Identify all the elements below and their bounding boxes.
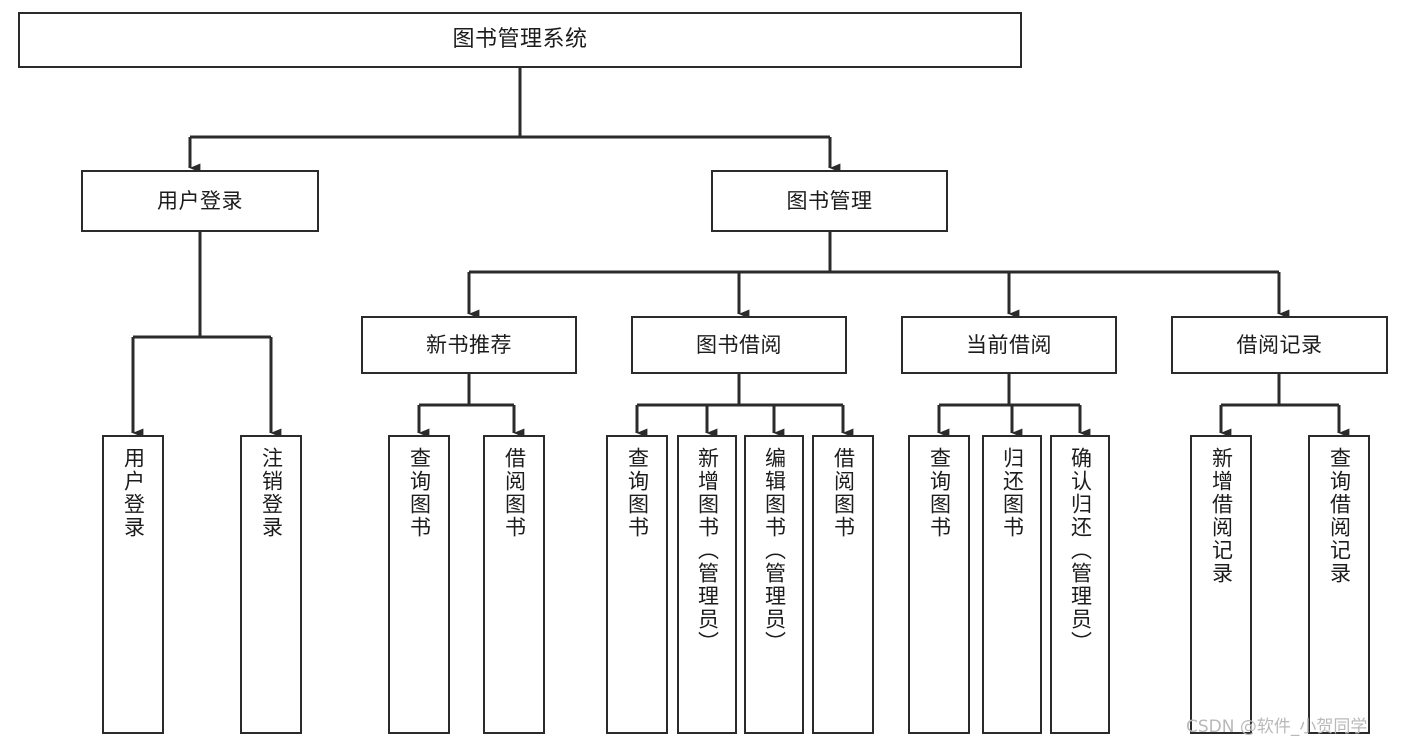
node-label: 图书借阅 — [696, 332, 782, 357]
node-label: 图书管理系统 — [452, 27, 588, 53]
node-borrow-record[interactable]: 借阅记录 — [1171, 316, 1388, 374]
node-label: 编辑图书（管理员） — [762, 447, 787, 654]
node-label: 借阅记录 — [1236, 332, 1323, 357]
node-leaf-user-login[interactable]: 用户登录 — [102, 435, 164, 734]
node-label: 借阅图书 — [831, 447, 856, 539]
node-label: 新书推荐 — [426, 332, 512, 357]
node-leaf-query-book-borrow[interactable]: 查询图书 — [606, 435, 668, 734]
node-label: 借阅图书 — [502, 447, 527, 539]
node-label: 用户登录 — [157, 188, 243, 213]
node-leaf-query-borrow-record[interactable]: 查询借阅记录 — [1308, 435, 1370, 734]
node-label: 查询图书 — [927, 447, 952, 539]
node-leaf-confirm-return-admin[interactable]: 确认归还（管理员） — [1050, 435, 1110, 734]
node-label: 查询图书 — [407, 447, 432, 539]
node-label: 图书管理 — [786, 188, 873, 213]
node-leaf-add-book-admin[interactable]: 新增图书（管理员） — [677, 435, 737, 734]
node-book-borrow[interactable]: 图书借阅 — [631, 316, 847, 374]
node-user-login[interactable]: 用户登录 — [81, 170, 319, 232]
node-label: 查询图书 — [625, 447, 650, 539]
node-leaf-edit-book-admin[interactable]: 编辑图书（管理员） — [744, 435, 804, 734]
csdn-watermark: CSDN @软件_小贺同学 — [1186, 717, 1368, 737]
node-label: 查询借阅记录 — [1327, 447, 1352, 585]
node-leaf-borrow-book-recommend[interactable]: 借阅图书 — [483, 435, 545, 734]
node-leaf-borrow-book-borrow[interactable]: 借阅图书 — [812, 435, 874, 734]
node-root-system[interactable]: 图书管理系统 — [18, 12, 1022, 68]
node-leaf-add-borrow-record[interactable]: 新增借阅记录 — [1190, 435, 1252, 734]
node-label: 新增借阅记录 — [1209, 447, 1234, 585]
node-label: 归还图书 — [1000, 447, 1025, 539]
node-current-borrow[interactable]: 当前借阅 — [901, 316, 1117, 374]
node-book-manage[interactable]: 图书管理 — [711, 170, 948, 232]
node-label: 注销登录 — [259, 447, 284, 539]
node-leaf-return-book[interactable]: 归还图书 — [982, 435, 1042, 734]
node-label: 确认归还（管理员） — [1068, 447, 1093, 654]
node-new-book-recommend[interactable]: 新书推荐 — [361, 316, 577, 374]
node-leaf-logout-login[interactable]: 注销登录 — [240, 435, 302, 734]
node-label: 新增图书（管理员） — [695, 447, 720, 654]
node-leaf-query-book-recommend[interactable]: 查询图书 — [388, 435, 450, 734]
node-label: 用户登录 — [121, 447, 146, 539]
node-leaf-query-book-current[interactable]: 查询图书 — [908, 435, 970, 734]
node-label: 当前借阅 — [966, 332, 1052, 357]
